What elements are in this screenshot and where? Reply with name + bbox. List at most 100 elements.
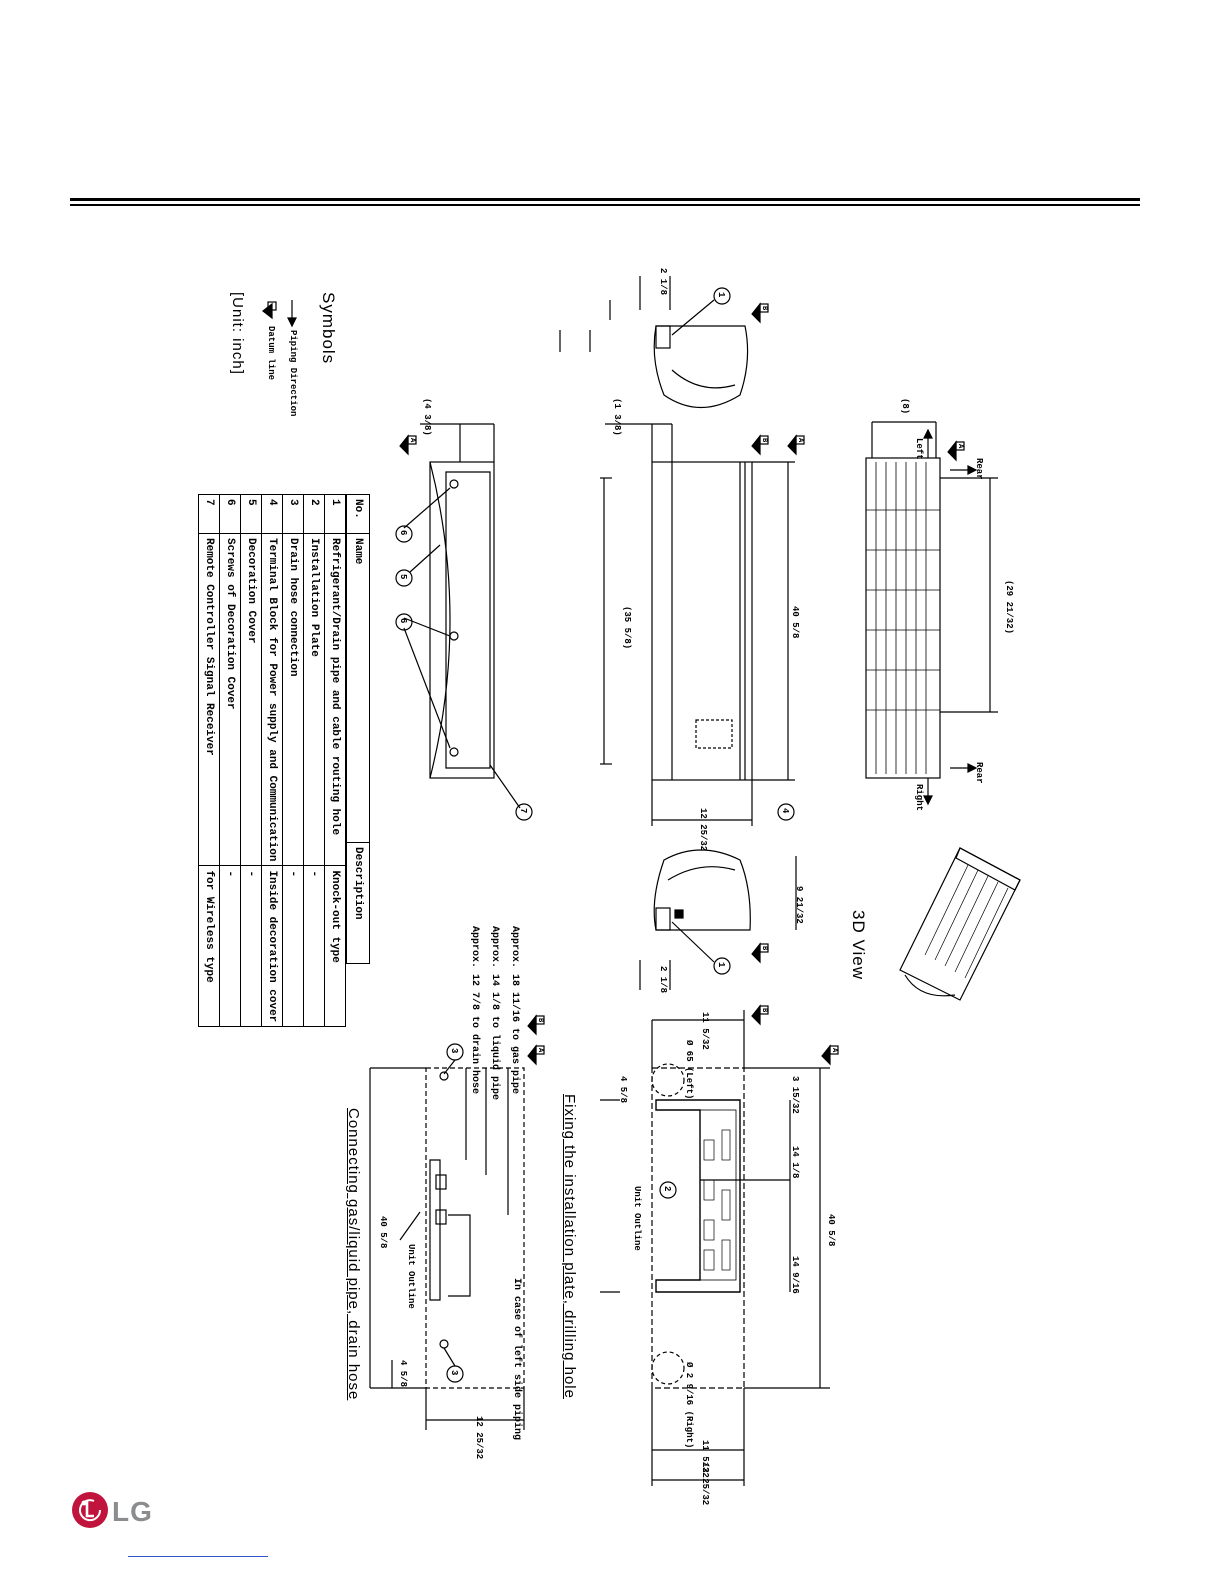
- datum-b-5: B: [536, 1018, 544, 1023]
- unit-outline-label-plate: Unit Outline: [632, 1186, 642, 1251]
- dim-plate-14b: 14 9/16: [790, 1256, 800, 1294]
- callout-2: 2: [662, 1186, 672, 1192]
- installation-plate: [655, 1099, 741, 1293]
- callout-6b: 6: [398, 618, 408, 624]
- dim-width-front: 40 5/8: [790, 606, 800, 639]
- cell-description: Knock-out type: [325, 865, 346, 1027]
- cell-no: 2: [304, 494, 325, 534]
- cell-name: Decoration Cover: [241, 533, 262, 866]
- dim-offset-1: (1 3/8): [612, 398, 622, 436]
- unit-outline-connect: [425, 1067, 525, 1389]
- cell-description: -: [304, 865, 325, 1027]
- dim-connect-height: 12 25/32: [474, 1416, 484, 1460]
- piping-direction-label: Piping Direction: [288, 330, 298, 417]
- cell-no: 7: [199, 494, 220, 534]
- cell-no: 3: [283, 494, 304, 534]
- dim-connect-4: 4 5/8: [398, 1360, 408, 1388]
- callout-circle-3b: [446, 1365, 464, 1383]
- side-view-bottom: [653, 849, 751, 931]
- cell-name: Screws of Decoration Cover: [220, 533, 241, 866]
- callout-circle-3a: [446, 1043, 464, 1061]
- symbols-title: Symbols: [319, 292, 338, 365]
- cell-no: 5: [241, 494, 262, 534]
- callout-circle-5: [395, 569, 413, 587]
- side-view-top: [653, 325, 749, 409]
- datum-b-4: B: [760, 1008, 768, 1013]
- callout-circle-4: [777, 803, 795, 821]
- unit-outline-label-connect: Unit Outline: [406, 1244, 416, 1309]
- callout-circle-1a: [713, 287, 731, 305]
- cell-name: Remote Controller Signal Receiver: [199, 533, 220, 866]
- cell-description: -: [283, 865, 304, 1027]
- callout-1a: 1: [716, 292, 726, 298]
- direction-rear-bottom: Rear: [974, 762, 984, 784]
- view-3d-title: 3D View: [849, 910, 868, 980]
- dim-inner-width: (35 5/8): [622, 606, 632, 650]
- datum-a-5: A: [536, 1048, 544, 1053]
- header-rule-top: [70, 198, 1140, 201]
- cell-name: Drain hose connection: [283, 533, 304, 866]
- unit-label: [Unit: inch]: [229, 292, 246, 375]
- dim-pipe-bottom: 2 1/8: [658, 966, 668, 994]
- datum-a-4: A: [830, 1048, 838, 1053]
- decoration-cover-view: [429, 461, 495, 779]
- cell-description: -: [241, 865, 262, 1027]
- dim-plate-11-top: 11 5/32: [700, 1012, 710, 1050]
- cell-no: 6: [220, 494, 241, 534]
- brand-name: LG: [112, 1496, 153, 1527]
- grille-view: [865, 457, 941, 779]
- connecting-title: Connecting gas/liquid pipe, drain hose: [345, 1108, 362, 1401]
- approx-drain: Approx. 12 7/8 to drain hose: [469, 926, 480, 1095]
- callout-5: 5: [398, 574, 408, 580]
- datum-a-1: A: [796, 438, 804, 443]
- cell-name: Terminal Block for Power supply and Comm…: [262, 533, 283, 866]
- hole-right: [651, 1351, 685, 1385]
- callout-1b: 1: [716, 962, 726, 968]
- dim-plate-height: 12 25/32: [700, 1462, 710, 1506]
- dim-offset-8: (8): [900, 398, 910, 415]
- hole-left-label: Ø 65 (Left): [684, 1040, 694, 1100]
- cell-no: 4: [262, 494, 283, 534]
- datum-line-label: Datum line: [266, 326, 276, 381]
- dim-plate-14a: 14 1/8: [790, 1146, 800, 1179]
- dim-offset-4: (4 3/8): [422, 398, 432, 436]
- callout-6a: 6: [398, 530, 408, 536]
- callout-4: 4: [780, 808, 790, 814]
- parts-table-spacer: [346, 495, 370, 1027]
- front-view: [651, 461, 753, 781]
- approx-gas: Approx. 18 11/16 to gas pipe: [509, 926, 520, 1095]
- direction-rear-top: Rear: [974, 458, 984, 480]
- callout-circle-7: [515, 803, 533, 821]
- direction-left: Left: [914, 438, 924, 460]
- cell-name: Installation Plate: [304, 533, 325, 866]
- datum-b-1: B: [760, 306, 768, 311]
- fixing-plate-title: Fixing the installation plate, drilling …: [561, 1094, 578, 1399]
- terminal-block-outline: [695, 719, 733, 749]
- dim-grille: (29 21/32): [1004, 580, 1014, 635]
- left-side-piping-note: In case of left side piping: [511, 1278, 522, 1441]
- direction-right: Right: [914, 784, 924, 812]
- hole-left: [651, 1063, 685, 1097]
- datum-a-3: A: [956, 444, 964, 449]
- cell-name: Refrigerant/Drain pipe and cable routing…: [325, 533, 346, 866]
- datum-b-2: B: [760, 438, 768, 443]
- footer-link-line[interactable]: [128, 1556, 268, 1557]
- dim-plate-3: 3 15/32: [790, 1076, 800, 1114]
- dim-connect-width: 40 5/8: [378, 1216, 388, 1249]
- callout-circle-6a: [395, 525, 413, 543]
- dim-height-front: 12 25/32: [698, 808, 708, 852]
- dim-plate-4: 4 5/8: [618, 1076, 628, 1104]
- lg-logo-icon: [72, 1492, 108, 1528]
- cell-description: Inside decoration cover: [262, 865, 283, 1027]
- cell-no: 1: [325, 494, 346, 534]
- callout-7: 7: [518, 808, 528, 814]
- dim-depth-side: 9 21/32: [794, 886, 804, 924]
